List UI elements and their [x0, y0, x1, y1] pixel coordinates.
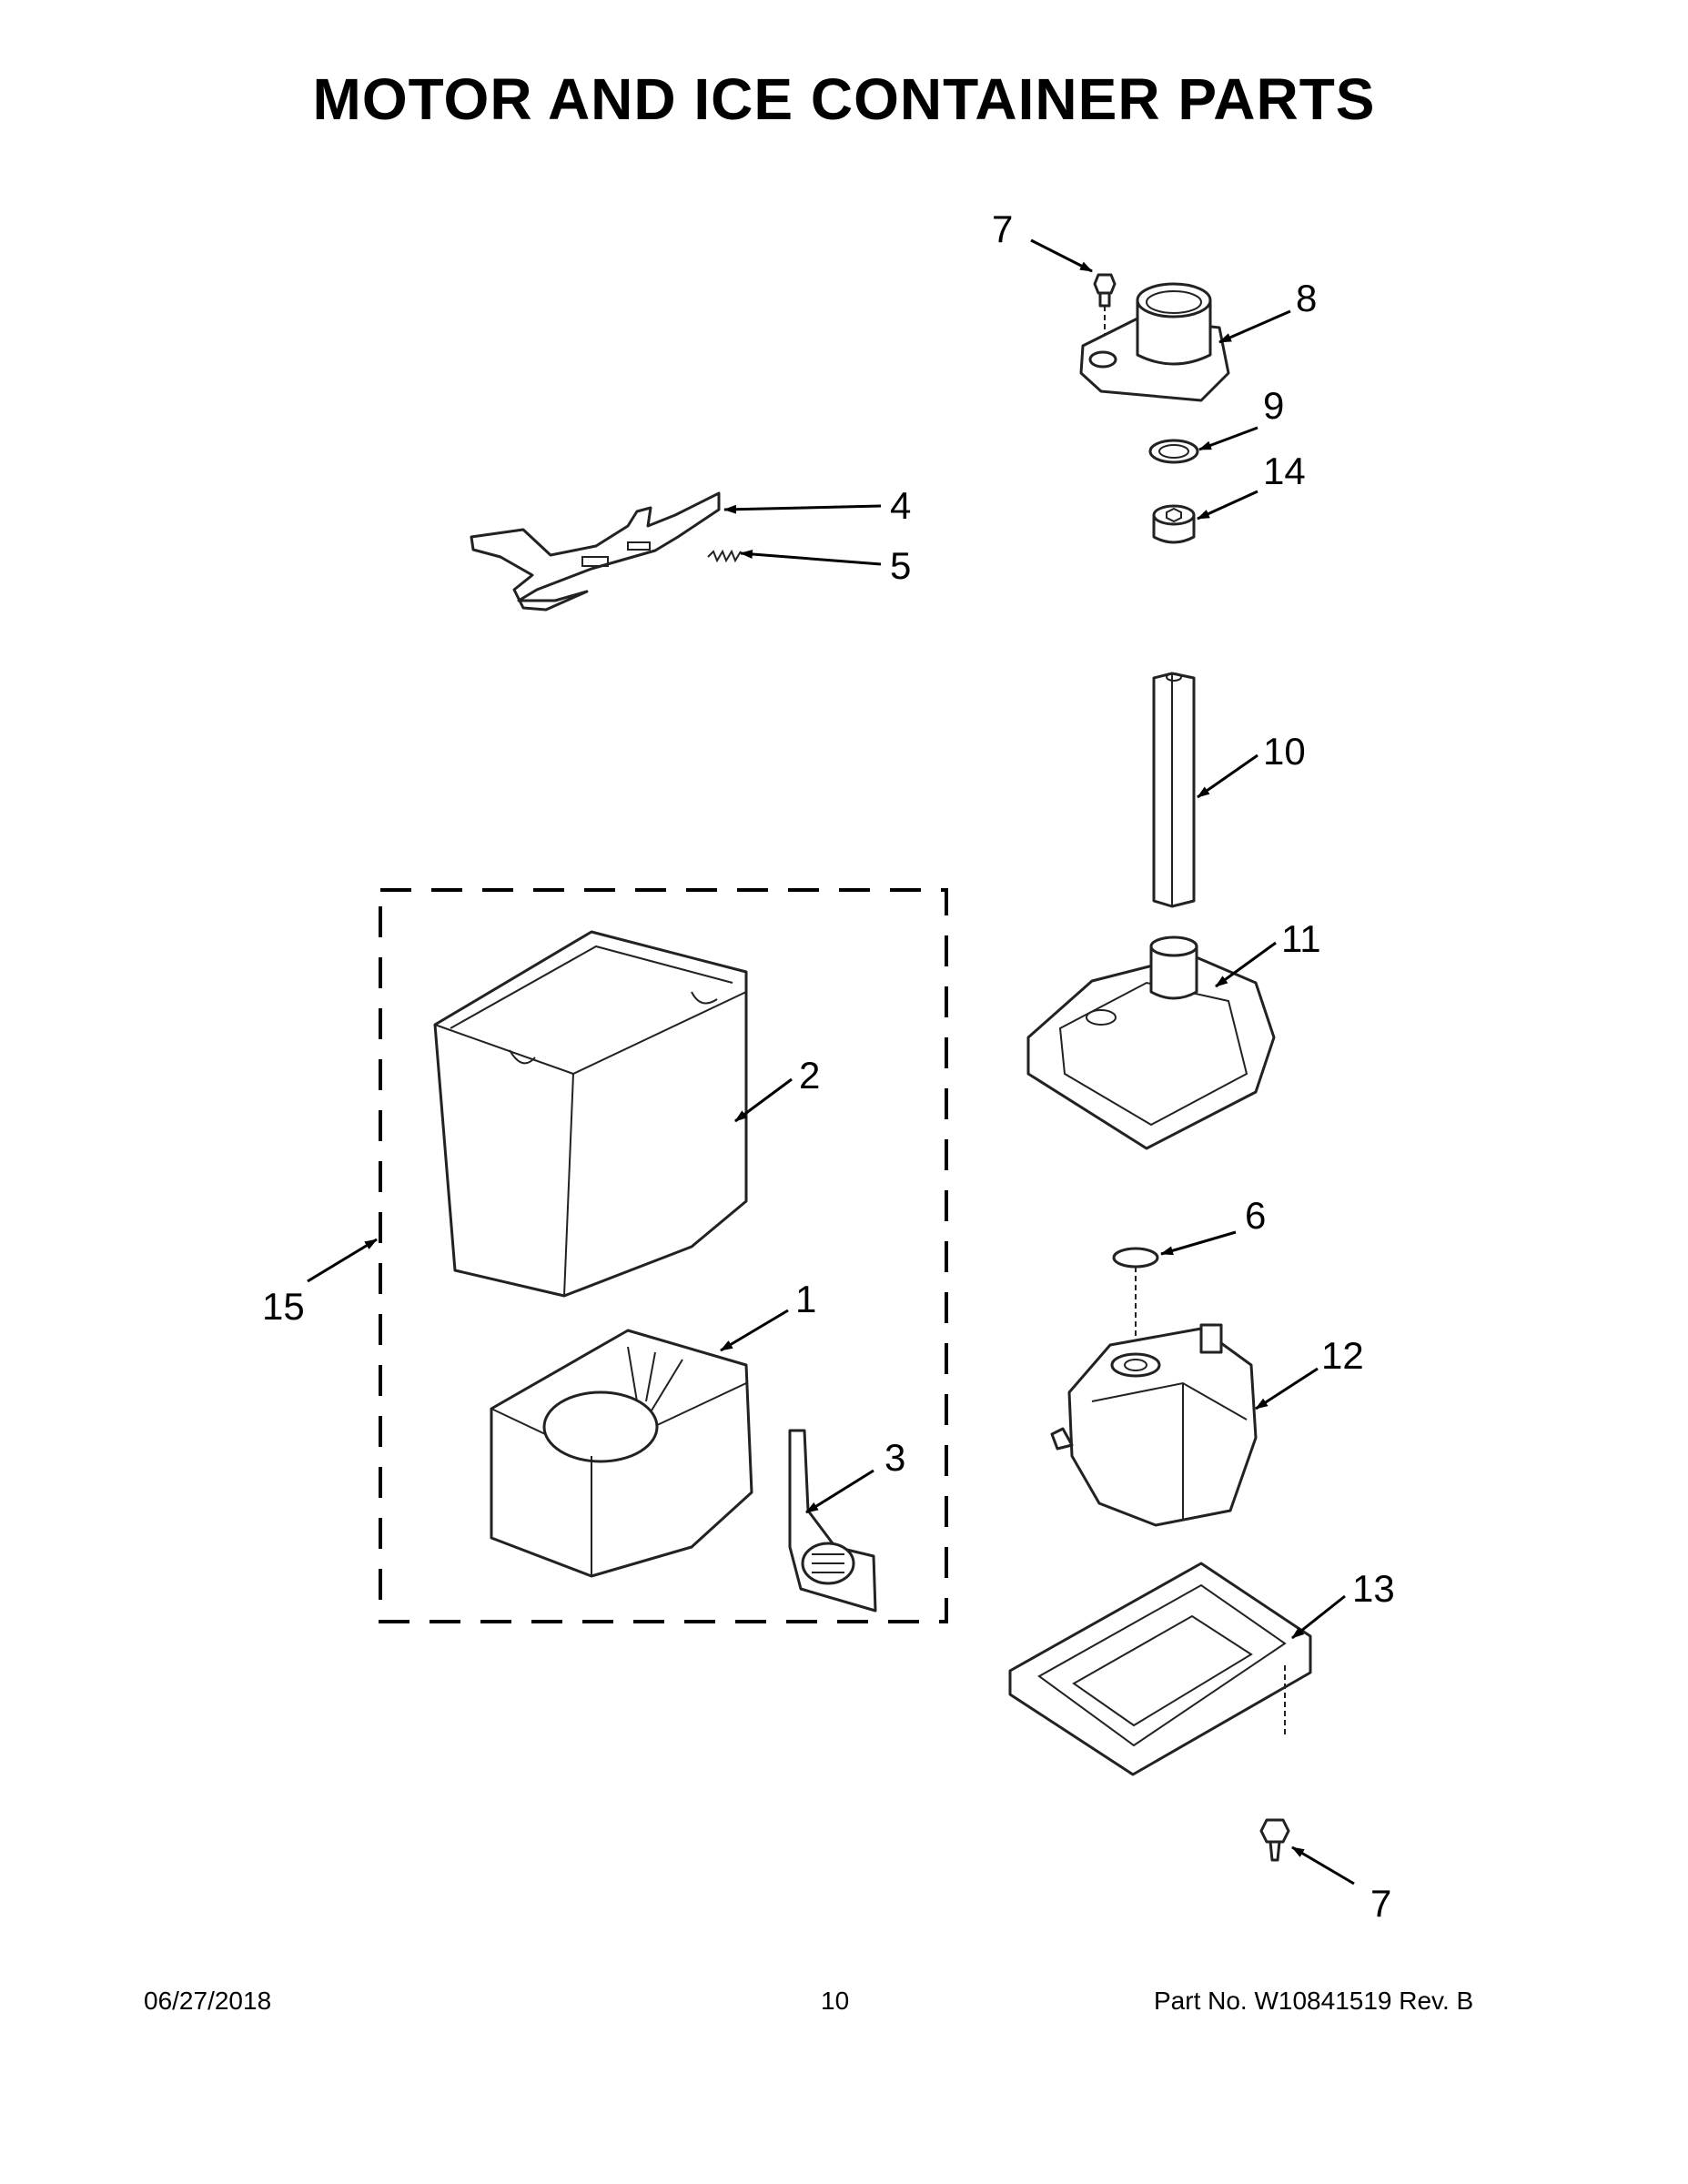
part-screw-top — [1093, 273, 1117, 346]
callout-7-bottom: 7 — [1370, 1882, 1391, 1925]
footer-page-number: 10 — [821, 1987, 850, 2015]
part-spring — [707, 549, 742, 563]
callout-12: 12 — [1321, 1334, 1364, 1377]
part-bucket-base — [490, 1329, 753, 1578]
callout-7-top: 7 — [992, 207, 1013, 250]
callout-3: 3 — [884, 1436, 905, 1479]
callout-2: 2 — [799, 1054, 820, 1097]
callout-8: 8 — [1296, 277, 1317, 319]
callout-15: 15 — [262, 1285, 305, 1328]
callout-11: 11 — [1281, 917, 1321, 960]
kit-boundary-box — [379, 888, 948, 1623]
part-screw-bottom — [1259, 1818, 1290, 1862]
footer-part-number: Part No. W10841519 Rev. B — [1154, 1987, 1474, 2015]
callout-9: 9 — [1263, 384, 1284, 427]
callout-1: 1 — [795, 1278, 816, 1320]
callout-5: 5 — [890, 544, 911, 587]
part-lever-arm — [470, 491, 721, 612]
part-bearing-housing — [1079, 282, 1230, 402]
part-bushing — [1152, 504, 1196, 544]
part-motor-mount — [1026, 935, 1276, 1150]
callout-10: 10 — [1263, 730, 1306, 773]
callout-13: 13 — [1352, 1567, 1395, 1610]
part-shaft — [1152, 672, 1196, 908]
leader-arrows — [307, 238, 1355, 1886]
callout-6: 6 — [1245, 1194, 1266, 1237]
callout-14: 14 — [1263, 450, 1306, 492]
part-chute — [788, 1429, 877, 1613]
part-tray — [1008, 1562, 1312, 1776]
footer-date: 06/27/2018 — [144, 1987, 272, 2015]
page-title: MOTOR AND ICE CONTAINER PARTS — [312, 66, 1376, 132]
part-washer — [1148, 439, 1199, 464]
callout-4: 4 — [890, 484, 911, 527]
part-motor — [1050, 1323, 1258, 1527]
part-ice-bucket — [433, 930, 748, 1298]
